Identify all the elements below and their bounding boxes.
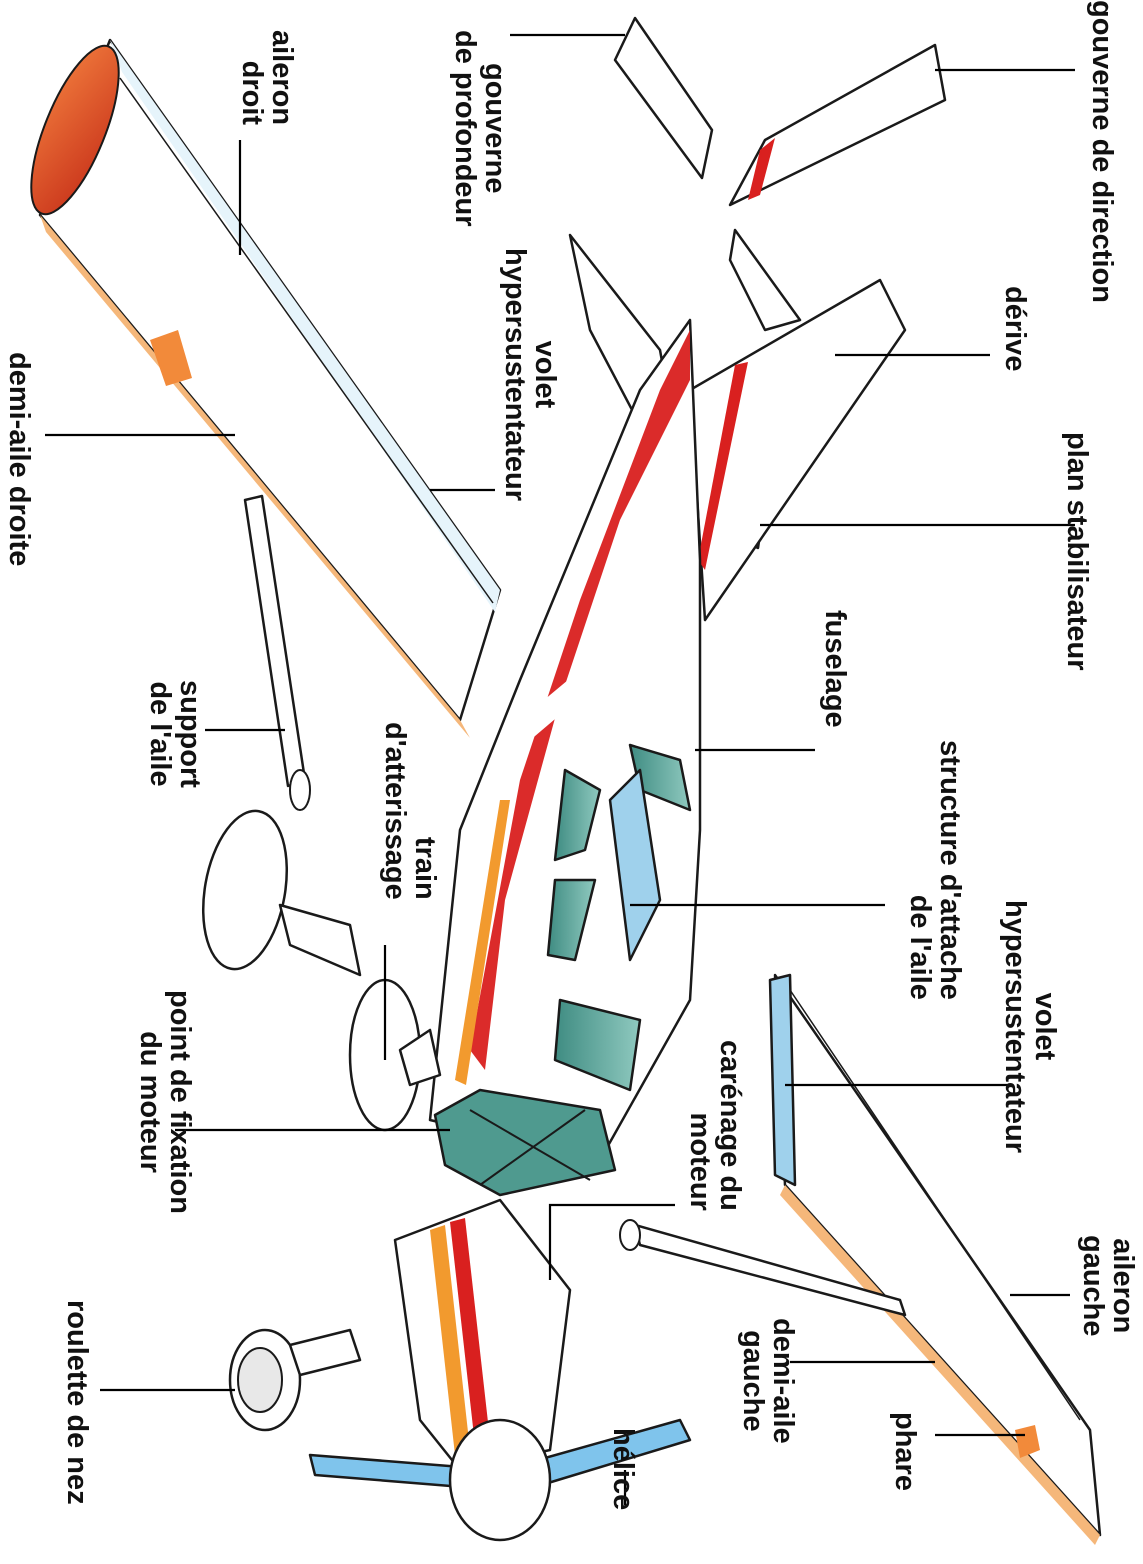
label-phare: phare — [890, 1412, 920, 1491]
nose-wheel — [230, 1330, 360, 1430]
label-line: gouverne de direction — [1087, 0, 1117, 303]
label-carenage-du-moteur: carénage du moteur — [685, 1040, 745, 1211]
label-support-de-l-aile: support de l'aile — [145, 680, 205, 788]
label-line: demi-aile — [768, 1318, 798, 1444]
label-plan-stabilisateur: plan stabilisateur — [1062, 432, 1092, 671]
wing-strut-right — [245, 496, 310, 810]
label-line: point de fixation — [165, 990, 195, 1214]
label-train-d-atterissage: train d'atterissage — [380, 722, 440, 900]
label-line: support — [175, 680, 205, 788]
label-gouverne-de-direction: gouverne de direction — [1087, 0, 1117, 303]
label-line: roulette de nez — [62, 1300, 92, 1505]
label-helice: hélice — [608, 1428, 638, 1510]
label-fuselage: fuselage — [820, 610, 850, 728]
label-line: volet — [1030, 993, 1060, 1061]
label-line: hélice — [608, 1428, 638, 1510]
label-line: d'atterissage — [380, 722, 410, 900]
label-line: de profondeur — [450, 30, 480, 227]
label-line: dérive — [1000, 286, 1030, 371]
label-line: volet — [530, 341, 560, 409]
label-roulette-de-nez: roulette de nez — [62, 1300, 92, 1505]
label-line: gouverne — [480, 63, 510, 194]
label-gouverne-de-profondeur: gouverne de profondeur — [450, 30, 510, 227]
label-line: train — [410, 837, 440, 900]
label-line: aileron — [267, 30, 297, 125]
label-point-de-fixation: point de fixation du moteur — [135, 990, 195, 1214]
label-line: carénage du — [715, 1040, 745, 1211]
label-volet-hypersustentateur-droit: volet hypersustentateur — [500, 248, 560, 501]
label-line: gauche — [738, 1330, 768, 1432]
label-line: aileron — [1108, 1238, 1138, 1333]
label-line: de l'aile — [145, 681, 175, 786]
label-line: moteur — [685, 1113, 715, 1211]
label-line: plan stabilisateur — [1062, 432, 1092, 671]
label-demi-aile-gauche: demi-aile gauche — [738, 1318, 798, 1444]
right-wing — [13, 35, 500, 738]
elevator — [615, 18, 712, 178]
label-volet-hypersustentateur-gauche: volet hypersustentateur — [1000, 900, 1060, 1153]
label-aileron-droit: aileron droit — [237, 30, 297, 125]
label-line: hypersustentateur — [1000, 900, 1030, 1153]
label-line: gauche — [1078, 1235, 1108, 1337]
label-structure-d-attache: structure d'attache de l'aile — [905, 740, 965, 1000]
label-line: structure d'attache — [935, 740, 965, 1000]
rudder — [730, 45, 945, 205]
label-demi-aile-droite: demi-aile droite — [4, 352, 34, 566]
label-line: droit — [237, 61, 267, 125]
label-line: de l'aile — [905, 895, 935, 1000]
label-line: hypersustentateur — [500, 248, 530, 501]
label-aileron-gauche: aileron gauche — [1078, 1235, 1138, 1337]
label-line: du moteur — [135, 1031, 165, 1173]
label-line: demi-aile droite — [4, 352, 34, 566]
label-derive: dérive — [1000, 286, 1030, 371]
label-line: phare — [890, 1412, 920, 1491]
vertical-fin — [690, 280, 905, 620]
label-line: fuselage — [820, 610, 850, 728]
